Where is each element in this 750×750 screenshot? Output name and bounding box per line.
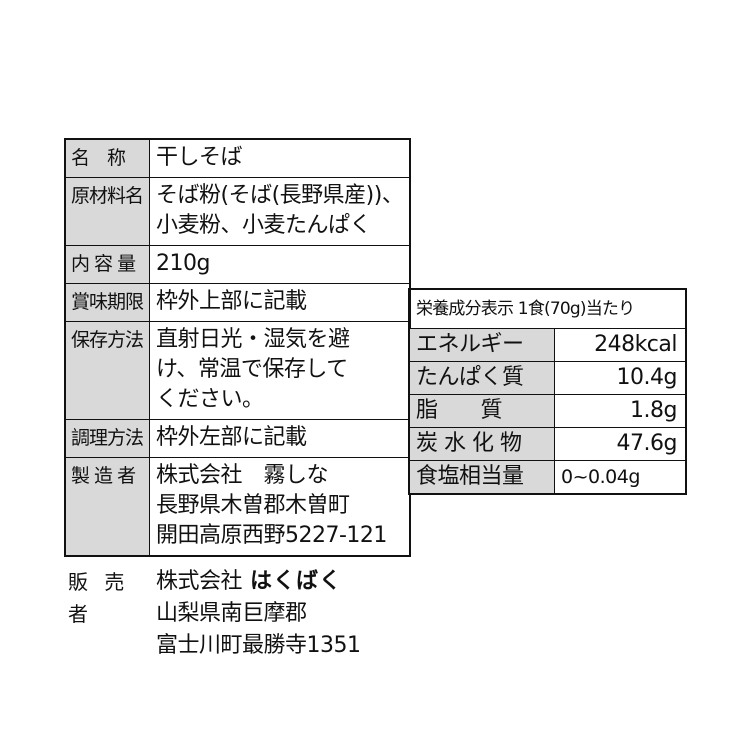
nutrition-row: 炭 水 化 物 47.6g — [408, 427, 687, 461]
row-storage: 保存方法 直射日光・湿気を避 け、常温で保存して ください。 — [64, 321, 411, 420]
value-name-line: 干しそば — [156, 145, 243, 170]
value-manufacturer: 株式会社 霧しな 長野県木曽郡木曽町 開田高原西野5227-121 — [149, 457, 411, 557]
nutrition-row: エネルギー 248kcal — [408, 328, 687, 362]
value-manufacturer-line: 長野県木曽郡木曽町 — [156, 493, 350, 518]
product-info-table: 名 称 干しそば 原材料名 そば粉(そば(長野県産))、 小麦粉、小麦たんぱく … — [64, 138, 412, 557]
nutrition-label-fat: 脂 質 — [408, 394, 555, 428]
nutrition-row: 食塩相当量 0~0.04g — [408, 460, 687, 495]
value-net-weight-line: 210g — [156, 251, 210, 276]
nutrition-label-energy: エネルギー — [408, 328, 555, 362]
value-storage-line: ください。 — [156, 387, 264, 412]
value-ingredients: そば粉(そば(長野県産))、 小麦粉、小麦たんぱく — [149, 177, 411, 246]
nutrition-value-salt: 0~0.04g — [554, 460, 687, 495]
label-name: 名 称 — [64, 138, 150, 178]
label-ingredients: 原材料名 — [64, 177, 150, 246]
seller-address-line: 富士川町最勝寺1351 — [156, 633, 361, 658]
seller-address-line: 山梨県南巨摩郡 — [156, 601, 307, 626]
value-storage-line: け、常温で保存して — [156, 357, 348, 382]
nutrition-label-protein: たんぱく質 — [408, 361, 555, 395]
row-ingredients: 原材料名 そば粉(そば(長野県産))、 小麦粉、小麦たんぱく — [64, 177, 411, 246]
value-storage: 直射日光・湿気を避 け、常温で保存して ください。 — [149, 321, 411, 420]
value-best-before-line: 枠外上部に記載 — [156, 289, 307, 314]
seller-details: 株式会社はくばく 山梨県南巨摩郡 富士川町最勝寺1351 — [156, 566, 361, 662]
nutrition-label-salt: 食塩相当量 — [408, 460, 555, 495]
nutrition-title-row: 栄養成分表示 1食(70g)当たり — [408, 288, 687, 329]
value-best-before: 枠外上部に記載 — [149, 283, 411, 322]
row-name: 名 称 干しそば — [64, 138, 411, 178]
seller-label: 販 売 者 — [68, 570, 130, 626]
nutrition-value-carbohydrate: 47.6g — [554, 427, 687, 461]
value-manufacturer-line: 株式会社 霧しな — [156, 463, 329, 488]
value-ingredients-line: 小麦粉、小麦たんぱく — [156, 213, 372, 238]
value-cooking-line: 枠外左部に記載 — [156, 425, 307, 450]
row-net-weight: 内 容 量 210g — [64, 245, 411, 284]
label-manufacturer: 製 造 者 — [64, 457, 150, 557]
nutrition-value-fat: 1.8g — [554, 394, 687, 428]
label-net-weight: 内 容 量 — [64, 245, 150, 284]
nutrition-row: 脂 質 1.8g — [408, 394, 687, 428]
row-cooking: 調理方法 枠外左部に記載 — [64, 419, 411, 458]
seller-company-line: 株式会社はくばく — [156, 566, 361, 598]
value-net-weight: 210g — [149, 245, 411, 284]
label-best-before: 賞味期限 — [64, 283, 150, 322]
value-ingredients-line: そば粉(そば(長野県産))、 — [156, 183, 404, 208]
row-best-before: 賞味期限 枠外上部に記載 — [64, 283, 411, 322]
seller-brand-logo: はくばく — [250, 569, 343, 594]
label-storage: 保存方法 — [64, 321, 150, 420]
value-cooking: 枠外左部に記載 — [149, 419, 411, 458]
nutrition-value-protein: 10.4g — [554, 361, 687, 395]
label-cooking: 調理方法 — [64, 419, 150, 458]
row-manufacturer: 製 造 者 株式会社 霧しな 長野県木曽郡木曽町 開田高原西野5227-121 — [64, 457, 411, 557]
nutrition-title: 栄養成分表示 1食(70g)当たり — [408, 288, 687, 329]
seller-block: 販 売 者 株式会社はくばく 山梨県南巨摩郡 富士川町最勝寺1351 — [64, 566, 361, 662]
nutrition-value-energy: 248kcal — [554, 328, 687, 362]
nutrition-row: たんぱく質 10.4g — [408, 361, 687, 395]
nutrition-label-carbohydrate: 炭 水 化 物 — [408, 427, 555, 461]
value-storage-line: 直射日光・湿気を避 — [156, 327, 350, 352]
value-manufacturer-line: 開田高原西野5227-121 — [156, 523, 387, 548]
nutrition-table: 栄養成分表示 1食(70g)当たり エネルギー 248kcal たんぱく質 10… — [408, 288, 687, 495]
value-name: 干しそば — [149, 138, 411, 178]
seller-company: 株式会社 — [156, 569, 243, 594]
